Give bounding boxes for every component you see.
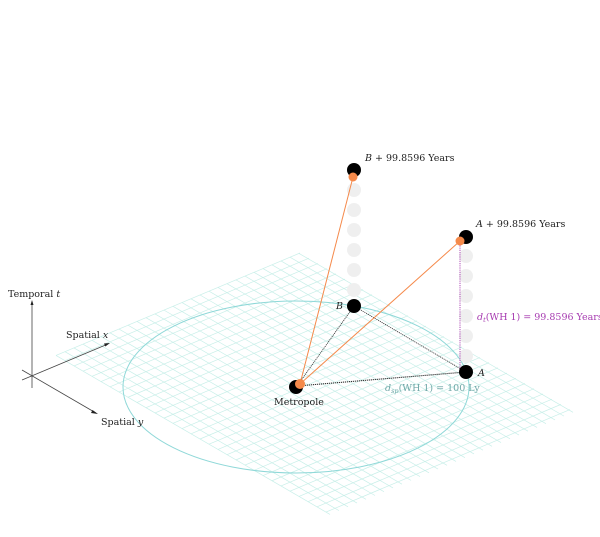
range-circle — [122, 300, 470, 474]
point-a — [459, 365, 473, 379]
grid-line — [307, 398, 553, 502]
grid-line — [190, 298, 466, 459]
grid-line — [199, 336, 445, 440]
grid-line — [55, 355, 331, 515]
spatial-x-axis — [21, 343, 109, 381]
grid-line — [127, 324, 403, 485]
grid-line — [298, 393, 544, 497]
link-b-a — [353, 305, 467, 373]
grid-line — [262, 372, 508, 476]
grid-line — [289, 388, 535, 492]
grid-line — [298, 253, 574, 413]
grid-line — [154, 310, 400, 414]
ghost-marker — [459, 289, 473, 303]
spatial-links — [296, 305, 467, 387]
a-label: A — [477, 368, 485, 379]
grid-line — [136, 299, 382, 403]
grid-line — [118, 328, 394, 489]
grid-line — [208, 290, 484, 451]
metropole-label: Metropole — [274, 397, 324, 408]
grid-line — [190, 330, 436, 435]
axes-triad — [21, 300, 110, 414]
b-label: B — [335, 301, 343, 312]
ghost-marker — [459, 349, 473, 363]
grid-line — [244, 275, 520, 436]
grid-line — [244, 362, 490, 466]
temporal-axis-label: Temporal t — [8, 289, 60, 300]
grid-line — [199, 294, 475, 455]
orange-marker-b-future — [348, 172, 358, 182]
grid-line — [289, 256, 565, 417]
signal-path-to-a-future — [299, 240, 461, 385]
grid-line — [325, 409, 571, 513]
grid-line — [235, 279, 511, 440]
grid-line — [100, 278, 346, 382]
signal-path-to-b-future — [299, 176, 354, 385]
spatial-y-axis-label: Spatial y — [101, 417, 144, 428]
grid-line — [208, 341, 454, 445]
spatial-distance-label: dsp(WH 1) = 100 Ly — [385, 383, 480, 395]
grid-line — [154, 313, 430, 474]
temporal-arrowhead-icon — [30, 300, 34, 305]
grid-line — [82, 343, 358, 504]
grid-line — [136, 321, 412, 481]
grid-line — [91, 340, 367, 500]
temporal-distance-label: dt(WH 1) = 99.8596 Years — [477, 312, 600, 324]
ghost-marker — [347, 223, 361, 237]
grid-line — [64, 351, 340, 511]
grid-line — [163, 315, 409, 419]
grid-line — [181, 302, 457, 462]
ghost-marker — [459, 329, 473, 343]
grid-line — [181, 325, 427, 429]
grid-line — [127, 294, 373, 398]
grid-line — [271, 377, 517, 482]
worldline-ghost-markers — [347, 183, 473, 363]
grid-line — [172, 306, 448, 466]
grid-line — [145, 304, 391, 409]
grid-line — [145, 317, 421, 477]
grid-line — [253, 272, 529, 432]
grid-line — [280, 260, 556, 421]
link-metropole-a — [296, 371, 467, 387]
grid-line — [82, 268, 328, 372]
grid-line — [217, 287, 493, 447]
grid-line — [316, 404, 562, 508]
ghost-marker — [347, 203, 361, 217]
grid-line — [172, 320, 418, 424]
grid-line — [262, 268, 538, 428]
spatial-x-arrowhead-icon — [104, 343, 110, 347]
grid-line — [100, 336, 376, 496]
grid-line — [55, 252, 301, 356]
grid-line — [217, 346, 463, 450]
ghost-marker — [347, 263, 361, 277]
spatial-y-arrowhead-icon — [91, 410, 98, 414]
ghost-marker — [459, 269, 473, 283]
ghost-marker — [347, 243, 361, 257]
grid-line — [109, 332, 385, 493]
ghost-marker — [347, 283, 361, 297]
grid-line — [253, 367, 499, 471]
orange-marker-metropole — [295, 379, 305, 389]
grid-line — [118, 289, 364, 393]
grid-line — [280, 383, 526, 487]
spatial-y-axis — [21, 369, 97, 414]
point-b — [347, 299, 361, 313]
b-future-label: B + 99.8596 Years — [364, 153, 455, 164]
grid-line — [73, 263, 319, 367]
orange-marker-a-future — [455, 236, 465, 246]
a-future-label: A + 99.8596 Years — [475, 219, 565, 230]
ghost-marker — [347, 183, 361, 197]
link-metropole-b — [296, 305, 355, 387]
spatial-grid — [55, 252, 574, 515]
grid-line — [226, 283, 502, 443]
ghost-marker — [459, 249, 473, 263]
spatial-x-axis-label: Spatial x — [66, 330, 109, 341]
grid-line — [271, 264, 547, 424]
grid-line — [226, 351, 472, 455]
grid-line — [73, 347, 349, 508]
ghost-marker — [459, 309, 473, 323]
